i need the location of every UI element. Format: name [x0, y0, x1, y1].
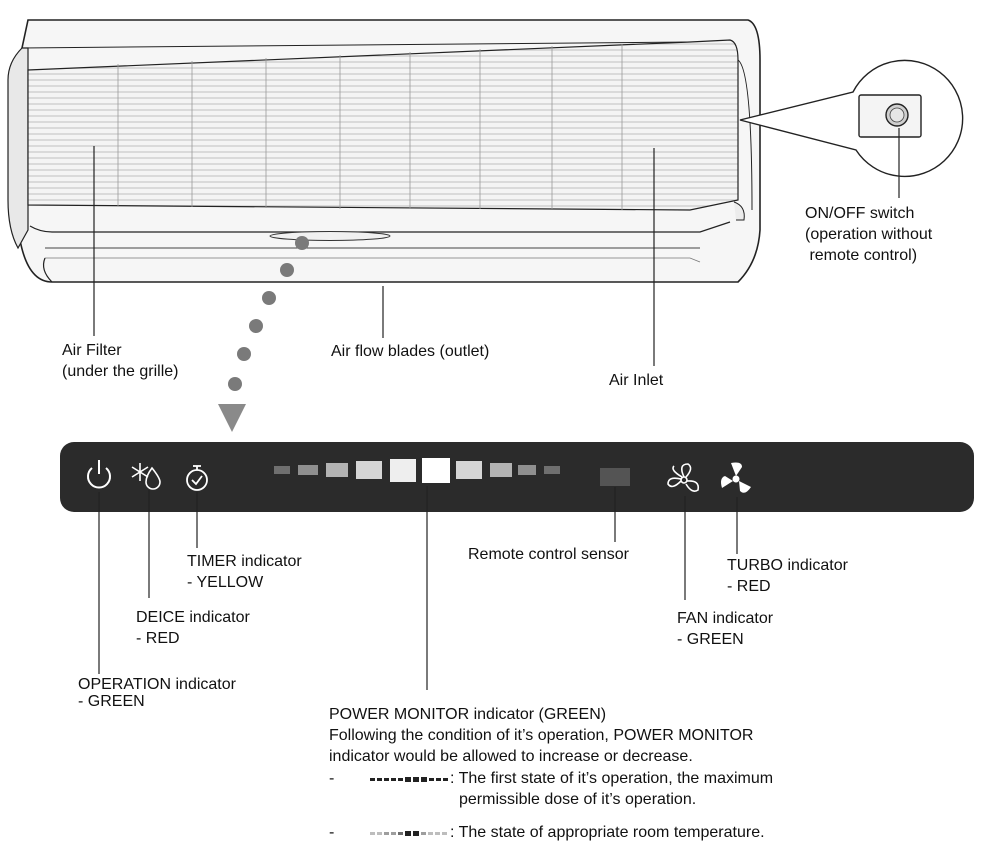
fan-indicator-label: FAN indicator	[677, 610, 774, 627]
legend-sample-max	[370, 777, 448, 782]
leader-lines-panel	[98, 486, 738, 690]
power-monitor-state1-line2: permissible dose of it’s operation.	[459, 791, 697, 808]
on-off-switch-note-1: (operation without	[805, 226, 933, 243]
signal-arrow-icon	[218, 404, 246, 432]
turbo-icon	[721, 462, 751, 493]
operation-indicator-color: - GREEN	[78, 693, 145, 710]
on-off-switch-note-2: remote control)	[805, 247, 918, 264]
indoor-unit	[7, 19, 761, 283]
deice-indicator-label: DEICE indicator	[136, 609, 250, 626]
fan-icon	[667, 463, 700, 492]
power-monitor-bar	[274, 458, 560, 483]
remote-sensor-label: Remote control sensor	[468, 546, 629, 563]
legend-sample-room	[370, 831, 447, 836]
power-monitor-title: POWER MONITOR indicator (GREEN)	[329, 706, 607, 723]
air-filter-label: Air Filter	[62, 342, 122, 359]
deice-icon	[131, 463, 161, 490]
turbo-indicator-label: TURBO indicator	[727, 557, 848, 574]
grille-dividers	[117, 44, 623, 210]
power-icon	[87, 460, 111, 489]
ir-signal-dots	[218, 236, 309, 432]
air-filter-note: (under the grille)	[62, 363, 179, 380]
remote-control-sensor	[600, 468, 630, 486]
air-inlet-label: Air Inlet	[609, 372, 664, 389]
power-monitor-state2-bullet: -	[329, 824, 339, 841]
timer-icon	[186, 465, 208, 491]
timer-indicator-label: TIMER indicator	[187, 553, 302, 570]
deice-indicator-color: - RED	[136, 630, 180, 647]
display-panel	[60, 442, 974, 512]
power-monitor-state1-bullet: -	[329, 770, 339, 787]
air-flow-blades-label: Air flow blades (outlet)	[331, 343, 490, 360]
leader-lines-top	[93, 128, 900, 366]
fan-indicator-color: - GREEN	[677, 631, 744, 648]
operation-indicator-label: OPERATION indicator	[78, 676, 236, 693]
timer-indicator-color: - YELLOW	[187, 574, 264, 591]
power-monitor-desc-1: Following the condition of it’s operatio…	[329, 727, 754, 744]
on-off-switch-label: ON/OFF switch	[805, 205, 915, 222]
power-monitor-state2-line1: : The state of appropriate room temperat…	[450, 824, 765, 841]
switch-callout	[739, 59, 964, 178]
power-monitor-state1-line1: : The first state of it’s operation, the…	[450, 770, 774, 787]
power-monitor-desc-2: indicator would be allowed to increase o…	[329, 748, 693, 765]
turbo-indicator-color: - RED	[727, 578, 771, 595]
